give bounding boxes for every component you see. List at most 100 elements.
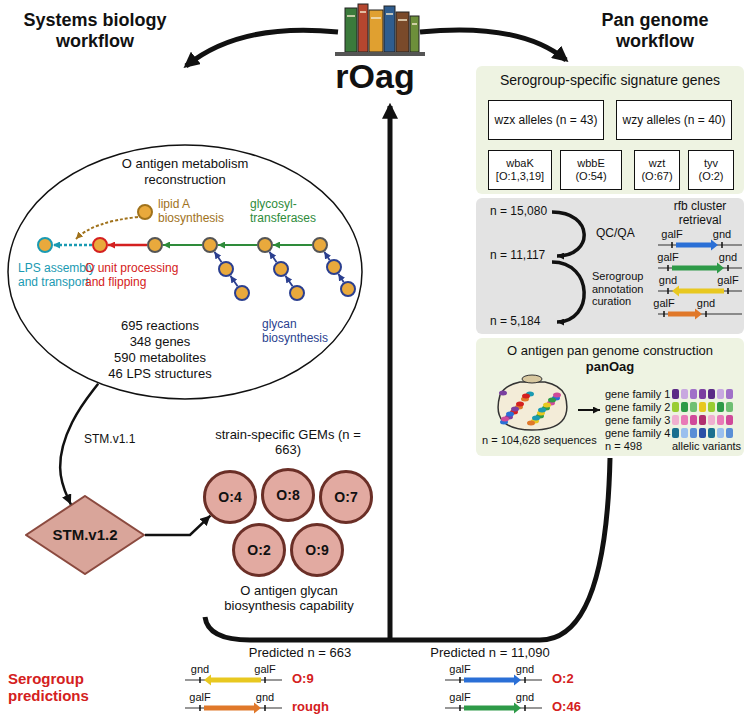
node-heading: O antigen metabolism reconstruction (85, 156, 285, 187)
label-slot: LPS assembly and transport (18, 262, 96, 290)
pathway-arrow (338, 274, 343, 283)
rfb-cluster-arrow (464, 703, 521, 714)
allele-bar (672, 389, 679, 399)
connector-arrow (145, 516, 210, 535)
node-text: tyv (O:2) (692, 157, 730, 183)
label-slot: Serogroup annotation curation (592, 270, 654, 308)
workflow-bracket (205, 617, 390, 640)
metabolite-dot (93, 238, 107, 252)
label-slot: Systems biology workflow (5, 10, 185, 51)
book-icon (335, 52, 425, 56)
pathway-arrow (324, 252, 329, 261)
text-slot: rfb cluster retrieval (658, 199, 742, 228)
node-heading: Serogroup-specific signature genes (476, 72, 744, 89)
gene-tick (264, 705, 266, 711)
text-label: galF (653, 251, 683, 264)
node-text: O:7 (334, 489, 357, 506)
text-slot: 695 reactions (90, 318, 230, 334)
label-slot: gene family 1 (605, 388, 670, 401)
gene-box: wzx alleles (n = 43) (488, 100, 604, 140)
text-label: Serogroup annotation curation (592, 270, 654, 308)
label-slot: gnd (510, 691, 540, 704)
text-label: gnd (691, 297, 721, 310)
gene-tick (667, 265, 669, 271)
pathway-arrow (76, 217, 138, 239)
node-text: wzy alleles (n = 40) (622, 113, 725, 127)
allele-bar (726, 428, 733, 438)
node-heading: O antigen pan genome construction (476, 343, 744, 359)
sequence-dot (501, 417, 509, 422)
gene-box: wzy alleles (n = 40) (616, 100, 732, 140)
metabolite-dot (258, 238, 272, 252)
allele-bar (726, 415, 733, 425)
gene-box: wbaK [O:1,3,19] (488, 150, 552, 190)
pathway-arrow (53, 244, 92, 247)
text-label: gnd (510, 663, 540, 676)
allele-bar (699, 389, 706, 399)
gene-tick (667, 288, 669, 294)
text-slot: O antigen pan genome construction (476, 343, 744, 359)
text-label: LPS assembly and transport (18, 262, 96, 290)
label-slot: gnd (250, 691, 280, 704)
text-label: n = 5,184 (490, 315, 540, 329)
text-slot: panOag (476, 359, 744, 375)
sequence-bag (522, 375, 542, 383)
gene-tick (727, 288, 729, 294)
model-diamond: STM.v1.2 (25, 495, 145, 575)
gene-tick (524, 677, 526, 683)
node-text: wzx alleles (n = 43) (494, 113, 597, 127)
node-text: 695 reactions (90, 318, 230, 334)
filter-loop-arrow (552, 262, 584, 322)
text-label: galF (185, 691, 215, 704)
sequence-dot (538, 408, 546, 413)
book-icon (345, 8, 357, 52)
label-slot: glycan biosynthesis (262, 318, 334, 346)
sequence-dot (543, 403, 551, 408)
text-label: galF (445, 691, 475, 704)
label-slot: rOag (315, 57, 435, 96)
text-label: galF (250, 663, 280, 676)
label-slot: glycosyl-transferases (250, 198, 340, 226)
sequence-dot (548, 398, 556, 403)
node-text: O:8 (276, 487, 299, 504)
metabolite-dot (203, 238, 217, 252)
metabolite-dot (148, 238, 162, 252)
label-slot: rough (292, 700, 329, 715)
allele-bar (681, 389, 688, 399)
text-label: O antigen glycan biosynthesis capability (203, 584, 375, 614)
allele-bar (699, 415, 706, 425)
text-label: O unit processing and flipping (85, 262, 197, 290)
label-slot: galF (250, 663, 280, 676)
text-label: Pan genome workflow (570, 10, 740, 51)
allele-bar (717, 415, 724, 425)
text-label: n = 11,117 (490, 249, 545, 263)
allele-bar (690, 428, 697, 438)
allele-bar (708, 415, 715, 425)
label-slot: gnd (185, 663, 215, 676)
label-slot: n = 11,117 (490, 249, 545, 263)
pathway-arrow (269, 252, 276, 263)
serogroup-model-circle: O:2 (232, 523, 286, 577)
book-icon (412, 23, 417, 25)
pathway-arrow (285, 276, 292, 287)
text-label: gene family 2 (605, 401, 670, 414)
gene-tick (705, 311, 707, 317)
metabolite-dot (38, 238, 52, 252)
filter-loop-arrow (552, 212, 584, 256)
text-label: gnd (250, 691, 280, 704)
text-label: Predicted n = 663 (225, 646, 375, 661)
gene-tick (663, 311, 665, 317)
text-label: O:46 (552, 700, 581, 715)
sequence-dot (527, 421, 535, 426)
label-slot: gene family 3 (605, 414, 670, 427)
label-slot: Predicted n = 11,090 (415, 646, 565, 661)
serogroup-model-circle: O:8 (261, 468, 315, 522)
allele-bar (708, 428, 715, 438)
label-slot: n = 15,080 (490, 205, 547, 219)
text-label: O:2 (552, 672, 574, 687)
text-label: Systems biology workflow (5, 10, 185, 51)
rfb-cluster-arrow (464, 675, 521, 686)
allele-bar (717, 402, 724, 412)
label-slot: gnd (713, 251, 743, 264)
